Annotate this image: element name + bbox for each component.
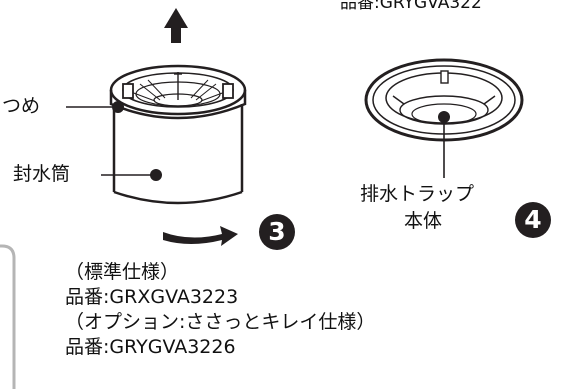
seal-cylinder-drawing [109, 64, 247, 205]
caption-block: （標準仕様） 品番:GRXGVA3223 （オプション:ささっとキレイ仕様） 品… [65, 260, 375, 360]
trap-label-line2: 本体 [404, 210, 443, 232]
claw-leader-dot [112, 101, 124, 113]
lift-up-arrow-icon [164, 8, 188, 43]
rotate-arrow-icon [163, 226, 238, 246]
panel-border [0, 244, 16, 389]
caption-option-part-number: 品番:GRYGVA3226 [65, 336, 236, 358]
cylinder-leader-dot [150, 169, 162, 181]
caption-option-spec: （オプション:ささっとキレイ仕様） [65, 311, 376, 333]
cylinder-label: 封水筒 [13, 163, 71, 185]
trap-label-line1: 排水トラップ [360, 183, 475, 205]
step-4-badge: 4 [515, 202, 551, 238]
step-3-badge: 3 [259, 214, 295, 250]
caption-standard-part-number: 品番:GRXGVA3223 [65, 286, 239, 308]
header-partial-text: 品番:GRYGVA322 [340, 0, 482, 13]
caption-standard-spec: （標準仕様） [65, 261, 180, 283]
claw-label: つめ [2, 95, 41, 117]
